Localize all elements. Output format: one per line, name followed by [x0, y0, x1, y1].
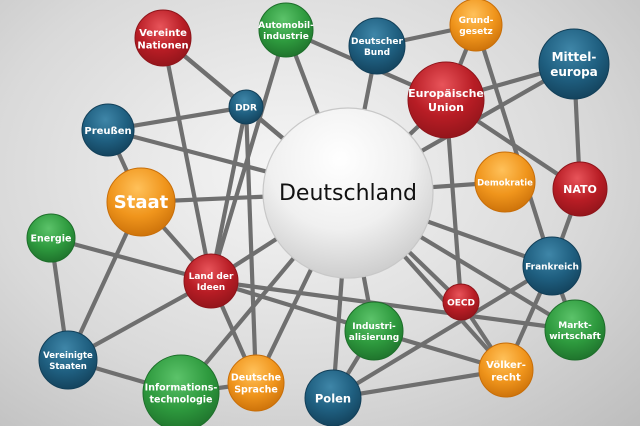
node-label: Energie — [31, 234, 72, 245]
node-label: Ideen — [197, 283, 225, 293]
edge-energie-ldi — [48, 235, 214, 284]
node-label: Polen — [315, 392, 351, 406]
node-it: Informations-technologie — [142, 354, 220, 426]
node-circle — [474, 151, 536, 213]
node-label: Nationen — [137, 40, 188, 51]
node-label: technologie — [150, 394, 213, 405]
node-label: Deutschland — [279, 181, 417, 206]
edge-fr-polen — [330, 263, 555, 401]
node-label: recht — [491, 372, 521, 383]
node-auto: Automobil-industrie — [258, 2, 314, 58]
node-circle — [552, 161, 608, 217]
node-circle — [183, 253, 239, 309]
node-circle — [544, 299, 606, 361]
node-label: Staaten — [49, 362, 87, 372]
node-label: Automobil- — [258, 21, 314, 31]
node-polen: Polen — [304, 369, 362, 426]
node-label: Bund — [364, 48, 390, 58]
node-label: DDR — [235, 104, 257, 114]
edge-ddr-ds — [243, 104, 259, 386]
node-label: Deutsche — [231, 373, 281, 384]
edge-polen-vr — [330, 367, 509, 401]
node-label: OECD — [447, 299, 475, 309]
node-label: Grund- — [459, 16, 494, 26]
node-label: Preußen — [84, 126, 131, 137]
node-circle — [142, 354, 220, 426]
node-ind: Industri-alisierung — [344, 301, 404, 361]
node-mw: Markt-wirtschaft — [544, 299, 606, 361]
node-circle — [538, 28, 610, 100]
node-circle — [348, 17, 406, 75]
edge-vn-ldi — [160, 35, 214, 284]
edge-ldi-mw — [208, 278, 578, 333]
node-gg: Grund-gesetz — [449, 0, 503, 52]
node-label: Demokratie — [477, 179, 533, 189]
node-label: gesetz — [459, 27, 493, 37]
node-label: europa — [550, 65, 598, 79]
node-label: Informations- — [145, 383, 218, 394]
node-circle — [262, 107, 434, 279]
node-circle — [478, 342, 534, 398]
node-vr: Völker-recht — [478, 342, 534, 398]
node-circle — [258, 2, 314, 58]
node-label: industrie — [263, 32, 309, 42]
node-staat: Staat — [106, 167, 176, 237]
node-circle — [304, 369, 362, 426]
node-circle — [449, 0, 503, 52]
node-circle — [81, 103, 135, 157]
node-label: Land der — [189, 272, 234, 282]
node-label: Sprache — [234, 384, 278, 395]
node-circle — [344, 301, 404, 361]
node-me: Mittel-europa — [538, 28, 610, 100]
node-label: Vereinte — [139, 28, 187, 39]
node-circle — [442, 283, 480, 321]
node-label: Vereinigte — [43, 351, 93, 361]
node-label: alisierung — [349, 333, 399, 343]
node-label: NATO — [563, 183, 597, 196]
node-label: Europäische — [408, 87, 484, 100]
node-fr: Frankreich — [522, 236, 582, 296]
node-label: Mittel- — [552, 50, 597, 64]
node-circle — [134, 9, 192, 67]
node-circle — [407, 61, 485, 139]
node-preussen: Preußen — [81, 103, 135, 157]
node-deutschland: Deutschland — [262, 107, 434, 279]
node-circle — [522, 236, 582, 296]
node-label: Deutscher — [351, 37, 403, 47]
node-label: wirtschaft — [549, 332, 601, 342]
node-energie: Energie — [26, 213, 76, 263]
node-circle — [106, 167, 176, 237]
edge-ddr-ldi — [208, 104, 249, 284]
node-label: Völker- — [486, 360, 526, 371]
node-circle — [228, 89, 264, 125]
node-circle — [26, 213, 76, 263]
node-circle — [38, 330, 98, 390]
node-demo: Demokratie — [474, 151, 536, 213]
node-circle — [227, 354, 285, 412]
node-label: Frankreich — [525, 263, 579, 273]
node-label: Staat — [114, 192, 169, 213]
node-nato: NATO — [552, 161, 608, 217]
node-label: Union — [428, 101, 464, 114]
node-label: Industri- — [352, 322, 396, 332]
node-ddr: DDR — [228, 89, 264, 125]
node-oecd: OECD — [442, 283, 480, 321]
node-label: Markt- — [558, 321, 592, 331]
